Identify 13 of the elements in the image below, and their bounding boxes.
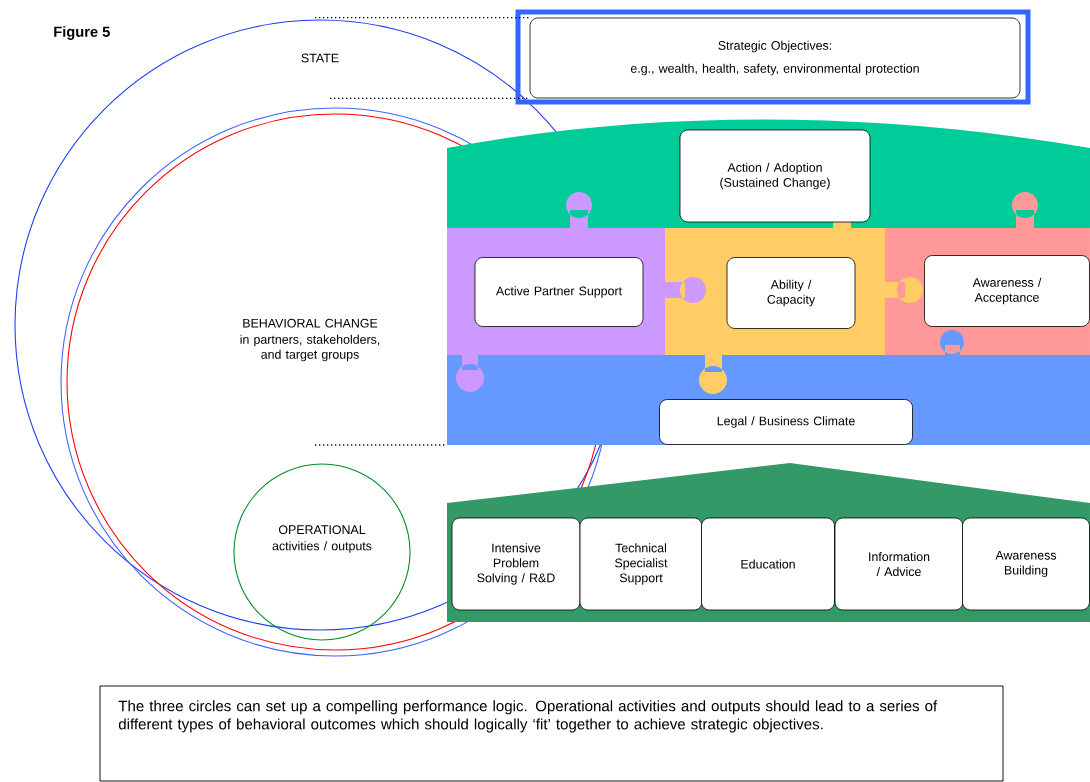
objectives-box: Strategic Objectives: e.g., wealth, health, safety, environmental protection <box>529 17 1021 99</box>
process-box: Technical Specialist Support <box>579 517 703 611</box>
process-box: Legal / Business Climate <box>659 399 913 445</box>
process-box: Awareness Building <box>962 517 1090 611</box>
process-box: Awareness / Acceptance <box>924 255 1090 327</box>
process-box: Information / Advice <box>834 517 964 611</box>
figure-title: Figure 5 <box>54 26 110 40</box>
process-box: Action / Adoption (Sustained Change) <box>679 129 871 223</box>
process-box: Ability / Capacity <box>726 257 856 329</box>
caption-box: The three circles can set up a compelling performance logic. Operational activities and outputs should lead to a series of different types of behavioral outcomes which should logically ‘fit’ together to achieve strategic objectives. <box>99 685 1004 782</box>
process-box: Active Partner Support <box>474 257 644 327</box>
process-box: Education <box>701 517 835 611</box>
node-label: Awareness Building <box>995 550 1057 578</box>
